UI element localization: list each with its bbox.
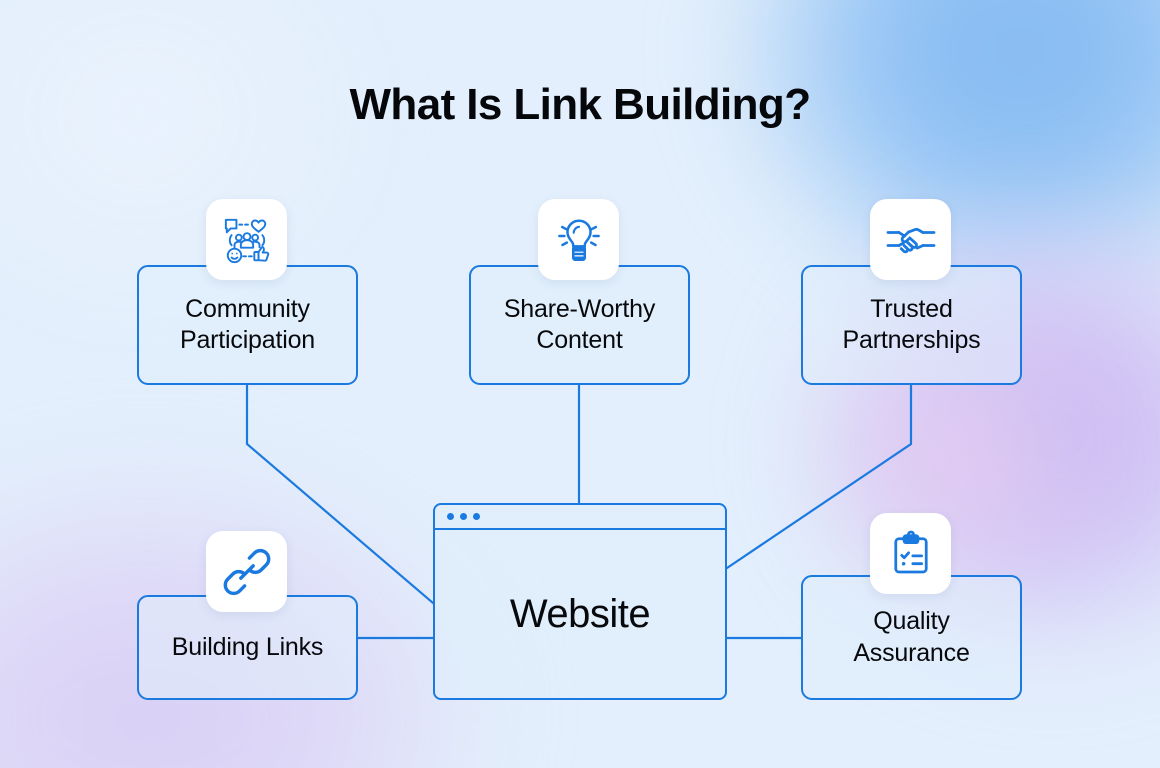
page-title: What Is Link Building? [349, 80, 812, 129]
browser-title-bar [435, 505, 725, 530]
node-label-trusted-partnerships: Trusted Partnerships [842, 294, 981, 355]
chain-link-icon-tile [206, 531, 287, 612]
browser-dot-yellow [460, 513, 467, 520]
browser-dot-green [473, 513, 480, 520]
browser-dot-red [447, 513, 454, 520]
lightbulb-icon-tile [538, 199, 619, 280]
node-card-share-worthy-content[interactable]: Share-Worthy Content [469, 265, 690, 385]
node-label-community-participation: Community Participation [180, 294, 315, 355]
node-card-building-links[interactable]: Building Links [137, 595, 358, 700]
connector-trusted-to-website [725, 383, 913, 570]
chain-link-icon [222, 547, 272, 597]
community-group-icon-tile [206, 199, 287, 280]
browser-content-area: Website [435, 530, 725, 698]
connector-community-to-website [245, 383, 435, 605]
node-label-share-worthy-content: Share-Worthy Content [503, 294, 656, 355]
handshake-icon [885, 214, 937, 266]
node-card-community-participation[interactable]: Community Participation [137, 265, 358, 385]
node-card-quality-assurance[interactable]: Quality Assurance [801, 575, 1022, 700]
node-label-quality-assurance: Quality Assurance [853, 607, 970, 667]
clipboard-checklist-icon-tile [870, 513, 951, 594]
node-card-trusted-partnerships[interactable]: Trusted Partnerships [801, 265, 1022, 385]
website-browser-card[interactable]: Website [433, 503, 727, 700]
website-label: Website [509, 591, 651, 636]
node-label-building-links: Building Links [171, 632, 324, 661]
handshake-icon-tile [870, 199, 951, 280]
lightbulb-icon [554, 215, 604, 265]
community-group-icon [222, 215, 272, 265]
clipboard-checklist-icon [887, 530, 935, 578]
